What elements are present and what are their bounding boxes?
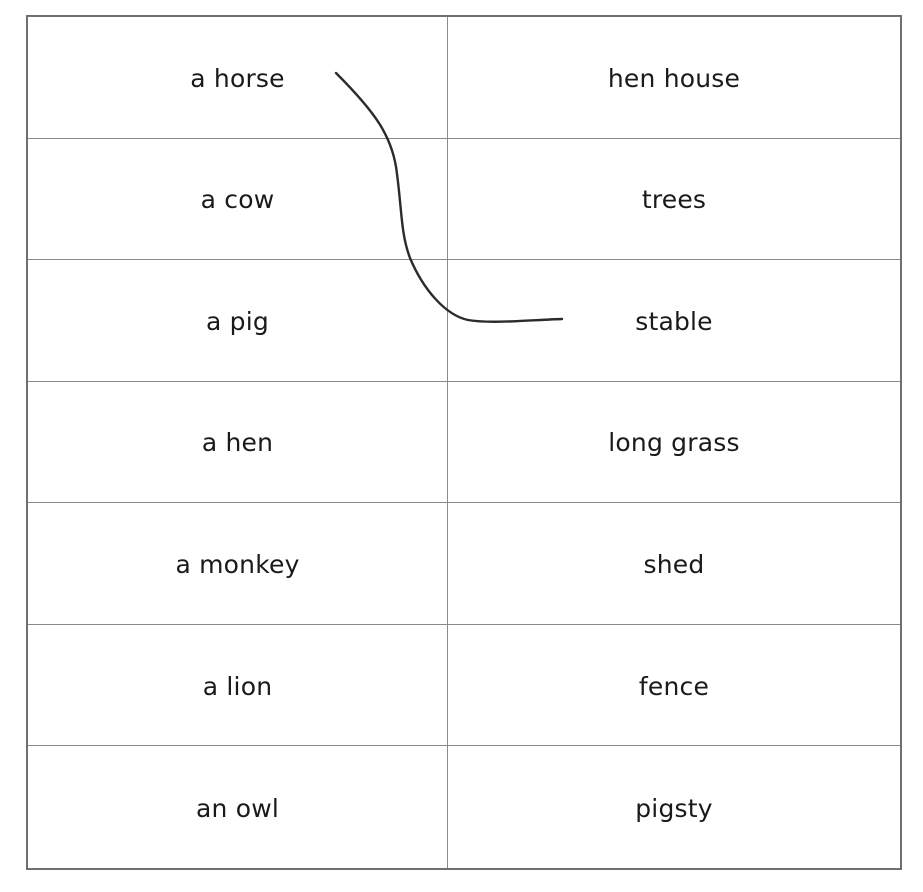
animal-cell: a hen bbox=[28, 381, 448, 504]
home-cell: pigsty bbox=[635, 793, 713, 823]
animal-cell: a monkey bbox=[28, 503, 448, 625]
animal-cell: a pig bbox=[28, 260, 448, 382]
home-cell: long grass bbox=[448, 382, 900, 504]
animal-cell: a horse bbox=[28, 17, 448, 139]
home-cell: trees bbox=[448, 139, 900, 261]
animal-cell: a lion bbox=[28, 624, 448, 747]
matching-grid: a horse hen house a cow trees a pig stab… bbox=[28, 17, 900, 868]
matching-worksheet: a horse hen house a cow trees a pig stab… bbox=[26, 15, 902, 870]
animal-cell: an owl bbox=[28, 746, 448, 868]
home-cell: hen house bbox=[448, 17, 900, 139]
home-cell: shed bbox=[448, 503, 900, 625]
animal-cell: a cow bbox=[28, 138, 448, 261]
home-cell: fence bbox=[448, 625, 900, 747]
home-cell: stable bbox=[448, 260, 900, 382]
